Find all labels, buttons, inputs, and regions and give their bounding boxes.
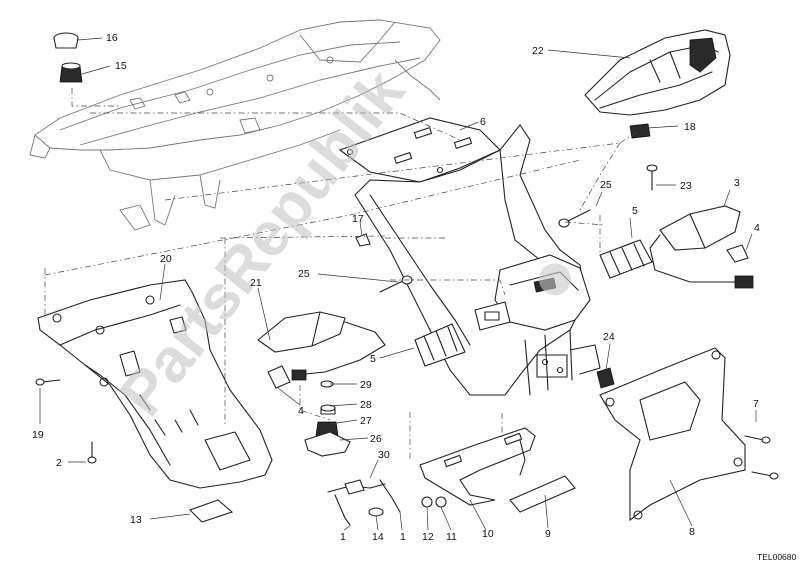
grommet-15 <box>59 62 83 83</box>
terminal-1a <box>334 494 351 526</box>
spacer-28 <box>320 404 336 415</box>
callout-5-right: 5 <box>632 205 638 217</box>
callout-19: 19 <box>32 429 44 441</box>
terminal-1b <box>379 479 401 513</box>
screw-2 <box>87 441 97 464</box>
callout-3: 3 <box>734 177 740 189</box>
bulb-4b <box>267 365 291 389</box>
screw-23 <box>646 164 658 191</box>
callout-30: 30 <box>378 449 390 461</box>
callout-1-right: 1 <box>400 531 406 543</box>
screw-19 <box>35 378 61 386</box>
callout-4-left: 4 <box>298 405 304 417</box>
callout-23: 23 <box>680 180 692 192</box>
cable-30 <box>327 479 386 495</box>
callout-21: 21 <box>250 277 262 289</box>
screw-7a <box>744 435 771 444</box>
nut-12 <box>421 496 433 508</box>
rear-subframe <box>29 19 441 231</box>
callout-24: 24 <box>603 331 615 343</box>
callout-8: 8 <box>689 526 695 538</box>
callout-5-left: 5 <box>370 353 376 365</box>
callout-14: 14 <box>372 531 384 543</box>
bracket-plate-6 <box>338 117 501 183</box>
fuse-14 <box>368 507 384 517</box>
callout-13: 13 <box>130 514 142 526</box>
callout-18: 18 <box>684 121 696 133</box>
callout-27: 27 <box>360 415 372 427</box>
screw-7b <box>751 471 779 480</box>
callout-17: 17 <box>352 213 364 225</box>
callout-12: 12 <box>422 531 434 543</box>
callout-20: 20 <box>160 253 172 265</box>
callout-16: 16 <box>106 32 118 44</box>
callout-22: 22 <box>532 45 544 57</box>
diagram-code: TEL00680 <box>757 552 796 562</box>
plate-holder-8 <box>599 347 746 522</box>
callout-labels: 16 15 22 6 18 3 25 23 5 4 17 20 21 25 5 … <box>32 32 760 543</box>
reflector-9 <box>509 475 576 513</box>
leader-lines <box>39 37 757 531</box>
callout-28: 28 <box>360 399 372 411</box>
turn-signal-right-3 <box>649 205 754 289</box>
connector-18 <box>629 123 651 139</box>
callout-10: 10 <box>482 528 494 540</box>
callout-6: 6 <box>480 116 486 128</box>
grommet-5b <box>414 323 466 367</box>
cover-13 <box>188 499 234 523</box>
holder-26 <box>304 431 351 457</box>
bulb-4a <box>726 244 749 263</box>
plate-bracket-10 <box>419 427 536 506</box>
callout-1-left: 1 <box>340 531 346 543</box>
tail-light-22 <box>584 29 731 116</box>
nut-11 <box>435 496 447 508</box>
turn-signal-left-21 <box>257 311 386 381</box>
screw-24 <box>596 367 615 389</box>
callout-15: 15 <box>115 60 127 72</box>
undertray-20 <box>37 279 273 489</box>
callout-4-right: 4 <box>754 222 760 234</box>
callout-9: 9 <box>545 528 551 540</box>
callout-25-upper: 25 <box>600 179 612 191</box>
rubber-cap-16 <box>53 32 79 49</box>
screw-25a <box>558 209 591 228</box>
callout-11: 11 <box>446 531 457 543</box>
callout-29: 29 <box>360 379 372 391</box>
callout-25-lower: 25 <box>298 268 310 280</box>
clip-17 <box>355 233 371 247</box>
grommet-5a <box>599 239 653 279</box>
callout-26: 26 <box>370 433 382 445</box>
screw-25b <box>379 275 413 293</box>
callout-7: 7 <box>753 398 759 410</box>
callout-2: 2 <box>56 457 62 469</box>
